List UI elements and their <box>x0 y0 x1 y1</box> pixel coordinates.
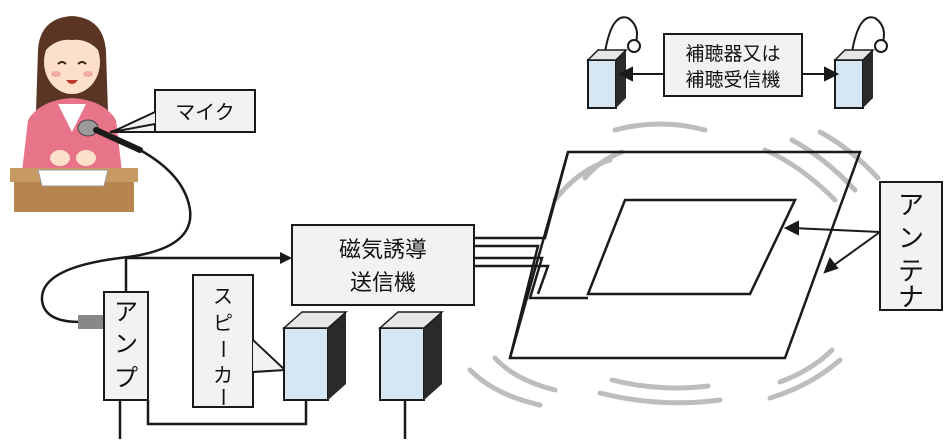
receiver-label-2: 補聴受信機 <box>685 69 780 91</box>
speaker-1-icon <box>282 311 348 401</box>
receiver-left-icon <box>586 16 641 109</box>
speaker-callout: ス ピ ー カ ー <box>192 274 288 408</box>
receiver-label-box: 補聴器又は 補聴受信機 <box>663 33 803 97</box>
mic-cable <box>40 148 192 324</box>
speaker-label-5: ー <box>211 387 235 407</box>
presenter-illustration <box>10 16 138 212</box>
transmitter-box: 磁気誘導 送信機 <box>291 224 475 306</box>
mic-label: マイク <box>175 100 235 124</box>
amp-label-2: ン <box>114 330 138 358</box>
outer-loop <box>508 150 862 360</box>
microphone-icon <box>77 119 143 153</box>
amp-label-1: ア <box>114 298 138 326</box>
speaker-2-icon <box>378 311 444 439</box>
mic-callout: マイク <box>109 89 256 133</box>
antenna-pointer-arrows <box>783 220 881 274</box>
amp-wiring <box>118 256 308 439</box>
antenna-label-box: ア ン テ ナ <box>879 181 943 313</box>
antenna-label-3: テ <box>898 257 924 287</box>
receiver-label-1: 補聴器又は <box>685 43 780 65</box>
arrow-to-transmitter <box>280 252 292 264</box>
mic-plug <box>78 315 104 329</box>
loop-antenna <box>508 150 862 360</box>
antenna-label-4: ナ <box>898 283 924 313</box>
speaker-label-3: ー <box>211 339 235 359</box>
inner-loop <box>586 198 797 296</box>
speaker-label-2: ピ <box>213 311 233 335</box>
transmitter-label-2: 送信機 <box>350 271 416 296</box>
antenna-label-2: ン <box>898 224 924 254</box>
speaker-label-4: カ <box>213 363 233 387</box>
amp-box: ア ン プ <box>103 291 149 401</box>
antenna-label-1: ア <box>898 191 924 221</box>
amp-label-3: プ <box>114 364 138 392</box>
receiver-arrows <box>617 66 840 82</box>
receiver-right-icon <box>833 16 888 109</box>
loop-feed-lines <box>475 151 588 359</box>
speaker-label-1: ス <box>213 284 233 308</box>
transmitter-label-1: 磁気誘導 <box>339 238 427 263</box>
